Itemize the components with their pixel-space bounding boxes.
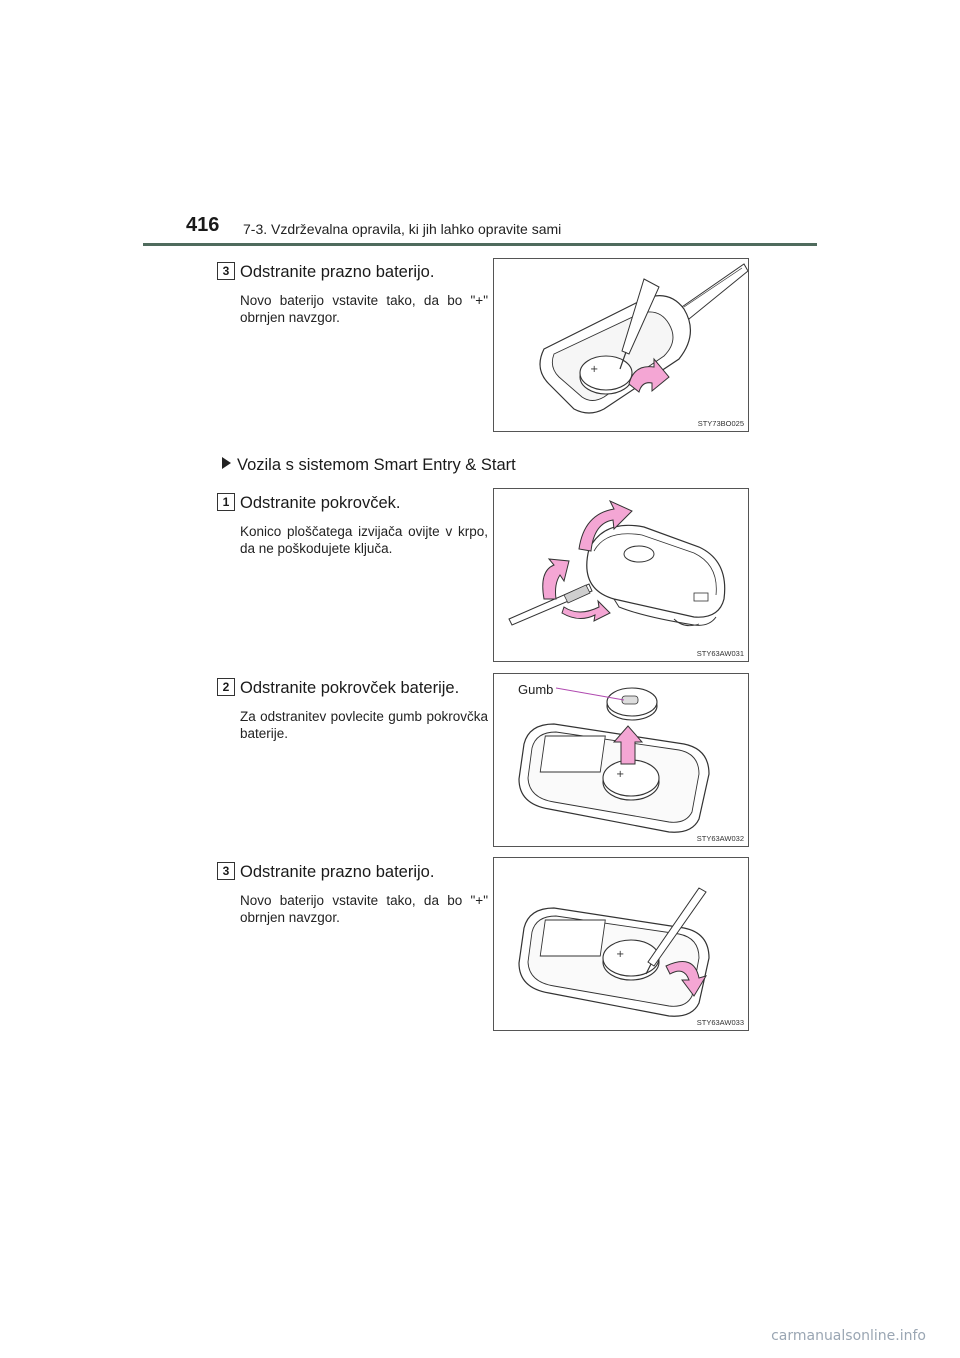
battery-removal-illustration-icon: + xyxy=(518,887,710,1017)
figure-remove-battery-2: + STY63AW033 xyxy=(493,857,749,1031)
page-header: 416 7-3. Vzdrževalna opravila, ki jih la… xyxy=(186,214,826,244)
step-description: Za odstranitev povlecite gumb pokrovčka … xyxy=(240,709,488,741)
step-description: Novo baterijo vstavite tako, da bo "+" o… xyxy=(240,893,488,925)
header-rule xyxy=(143,243,817,246)
svg-text:+: + xyxy=(590,364,598,375)
step-number-badge: 3 xyxy=(217,262,235,280)
figure-label-gumb: Gumb xyxy=(518,682,554,697)
step-title: Odstranite prazno baterijo. xyxy=(240,263,435,281)
page-footer: carmanualsonline.info xyxy=(0,1318,960,1358)
step-title: Odstranite pokrovček. xyxy=(240,494,401,512)
step-number-badge: 2 xyxy=(217,678,235,696)
step-number-badge: 3 xyxy=(217,862,235,880)
variant-heading-text: Vozila s sistemom Smart Entry & Start xyxy=(237,456,516,474)
step-description: Novo baterijo vstavite tako, da bo "+" o… xyxy=(240,293,488,325)
figure-code: STY63AW033 xyxy=(696,1018,744,1027)
figure-remove-battery-1: + STY73BO025 xyxy=(493,258,749,432)
section-title: 7-3. Vzdrževalna opravila, ki jih lahko … xyxy=(243,221,562,237)
variant-heading: Vozila s sistemom Smart Entry & Start xyxy=(222,456,516,475)
svg-text:+: + xyxy=(616,769,624,780)
bullet-triangle-icon xyxy=(222,457,231,469)
figure-remove-cover: STY63AW031 xyxy=(493,488,749,662)
figure-remove-battery-cover: + Gumb STY63AW032 xyxy=(493,673,749,847)
figure-code: STY63AW031 xyxy=(696,649,744,658)
key-battery-illustration-icon: + xyxy=(539,263,748,414)
battery-cover-illustration-icon: + xyxy=(518,687,710,833)
page-number: 416 xyxy=(186,214,220,236)
figure-code: STY63AW032 xyxy=(696,834,744,843)
step-title: Odstranite pokrovček baterije. xyxy=(240,679,460,697)
svg-text:+: + xyxy=(616,949,624,960)
step-description: Konico ploščatega izvijača ovijte v krpo… xyxy=(240,524,488,556)
watermark: carmanualsonline.info xyxy=(771,1328,926,1344)
step-title: Odstranite prazno baterijo. xyxy=(240,863,435,881)
key-cover-illustration-icon xyxy=(508,499,726,627)
figure-code: STY73BO025 xyxy=(697,419,744,428)
step-number-badge: 1 xyxy=(217,493,235,511)
